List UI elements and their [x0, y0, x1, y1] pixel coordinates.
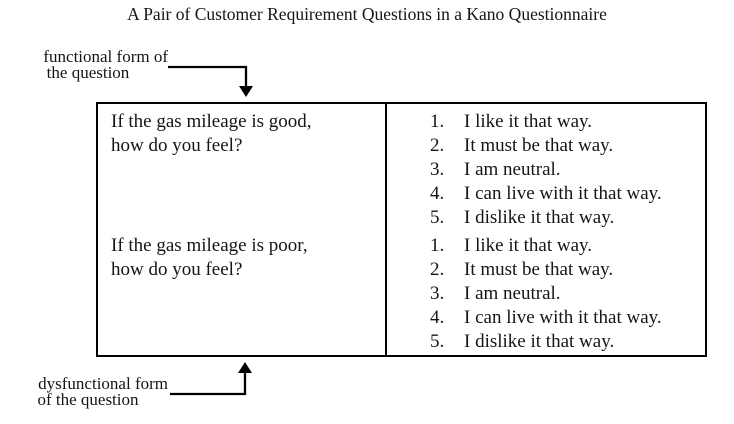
functional-form-label-line1: functional form of: [43, 47, 168, 66]
dysfunctional-form-arrow: [170, 362, 252, 396]
option-text: I can live with it that way.: [464, 183, 662, 204]
functional-form-arrow: [168, 65, 253, 97]
dysfunctional-form-label-line2: of the question: [37, 390, 139, 409]
functional-form-label: functional form of the question: [8, 48, 168, 82]
option-item: 4. I can live with it that way.: [430, 306, 703, 330]
option-item: 2. It must be that way.: [430, 258, 703, 282]
functional-question-cell: If the gas mileage is good, how do you f…: [98, 104, 387, 228]
option-item: 5. I dislike it that way.: [430, 206, 703, 230]
option-number: 4.: [430, 183, 445, 204]
functional-form-label-line2: the question: [46, 63, 130, 82]
functional-options-cell: 1. I like it that way. 2. It must be that …: [387, 104, 705, 228]
dysfunctional-question-cell: If the gas mileage is poor, how do you f…: [98, 227, 387, 355]
dysfunctional-form-label: dysfunctional form of the question: [8, 375, 168, 409]
option-number: 3.: [430, 282, 445, 304]
question-line: how do you feel?: [111, 258, 243, 280]
option-item: 3. I am neutral.: [430, 282, 703, 306]
option-item: 3. I am neutral.: [430, 158, 703, 182]
option-text: I dislike it that way.: [464, 330, 615, 352]
option-text: It must be that way.: [464, 258, 614, 280]
option-number: 4.: [430, 306, 445, 328]
figure-title: A Pair of Customer Requirement Questions…: [127, 4, 607, 24]
option-text: I can live with it that way.: [464, 306, 662, 328]
option-item: 1. I like it that way.: [430, 234, 703, 258]
functional-arrow-line: [168, 65, 248, 86]
option-number: 5.: [430, 207, 445, 228]
arrowhead-up-icon: [238, 362, 252, 373]
dysfunctional-options-cell: 1. I like it that way. 2. It must be that …: [387, 228, 705, 356]
option-item: 4. I can live with it that way.: [430, 182, 703, 206]
option-item: 2. It must be that way.: [430, 134, 703, 158]
option-text: I like it that way.: [464, 111, 593, 132]
option-number: 1.: [430, 234, 445, 256]
kano-question-table: If the gas mileage is good, how do you f…: [96, 102, 707, 357]
option-text: I dislike it that way.: [464, 207, 615, 228]
option-number: 3.: [430, 159, 445, 180]
dysfunctional-arrow-line: [170, 373, 247, 396]
option-number: 2.: [430, 258, 445, 280]
question-line: how do you feel?: [111, 135, 243, 156]
option-text: I am neutral.: [464, 282, 561, 304]
dysfunctional-form-label-line1: dysfunctional form: [38, 374, 168, 393]
option-text: I like it that way.: [464, 234, 593, 256]
question-line: If the gas mileage is good,: [111, 111, 312, 132]
arrowhead-down-icon: [239, 86, 253, 97]
option-text: I am neutral.: [464, 159, 561, 180]
option-item: 1. I like it that way.: [430, 110, 703, 134]
option-text: It must be that way.: [464, 135, 614, 156]
option-number: 5.: [430, 330, 445, 352]
option-item: 5. I dislike it that way.: [430, 330, 703, 354]
option-number: 1.: [430, 111, 445, 132]
option-number: 2.: [430, 135, 445, 156]
question-line: If the gas mileage is poor,: [111, 234, 308, 256]
